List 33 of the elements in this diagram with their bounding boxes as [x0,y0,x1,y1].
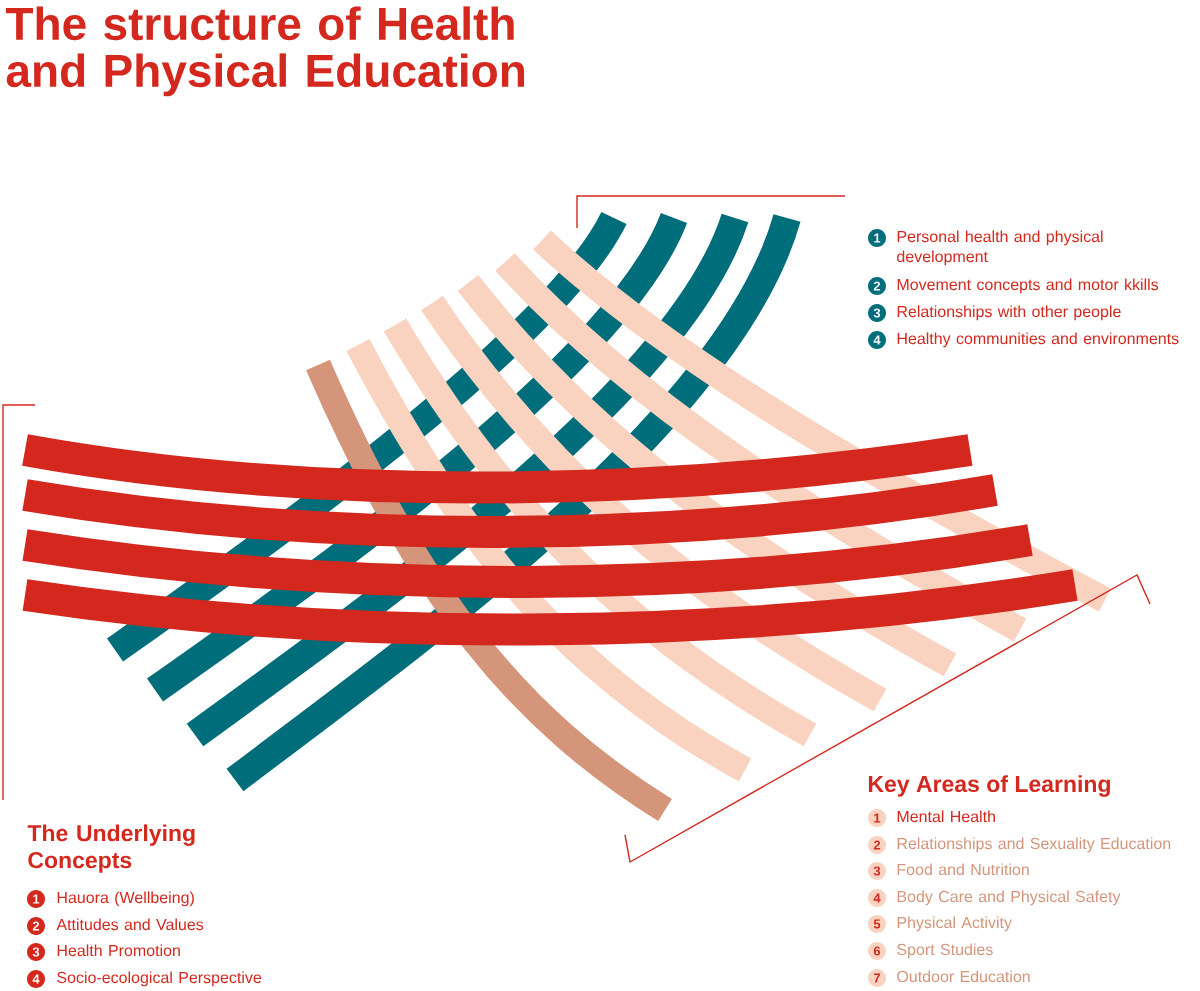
list-item: Movement concepts and motor kkills [897,278,1159,294]
list-item: Physical Activity [897,916,1012,932]
list-item: Attitudes and Values [56,918,204,931]
section-heading: The Underlying Concepts [27,824,195,873]
number-badge: 3 [868,304,886,322]
list-item: Outdoor Education [897,970,1030,983]
list-item: Mental Health [897,810,995,823]
number-badge: 5 [868,915,886,933]
list-item: Hauora (Wellbeing) [57,891,194,907]
list-item: Body Care and Physical Safety [897,890,1121,906]
list-item: Health Promotion [57,944,180,957]
number-badge: 2 [27,917,45,935]
title: The structure of Health and Physical Education [5,6,524,97]
number-badge: 1 [868,229,886,247]
number-badge: 3 [27,943,45,961]
number-badge: 1 [27,890,45,908]
list-item: Socio-ecological Perspective [57,971,262,987]
number-badge: 4 [868,331,886,349]
number-badge: 6 [868,942,886,960]
number-badge: 2 [868,277,886,295]
number-badge: 3 [868,862,886,880]
list-item: Relationships with other people [897,305,1121,321]
list-item: Food and Nutrition [897,863,1029,876]
list-item: Relationships and Sexuality Education [897,837,1171,853]
list-item: Healthy communities and environments [897,332,1179,348]
section-heading: Key Areas of Learning [868,775,1110,797]
list-item: Personal health and physical development [897,230,1103,266]
number-badge: 1 [868,809,886,827]
number-badge: 4 [868,889,886,907]
number-badge: 2 [868,836,886,854]
number-badge: 4 [27,970,45,988]
number-badge: 7 [868,969,886,987]
list-item: Sport Studies [897,943,993,959]
